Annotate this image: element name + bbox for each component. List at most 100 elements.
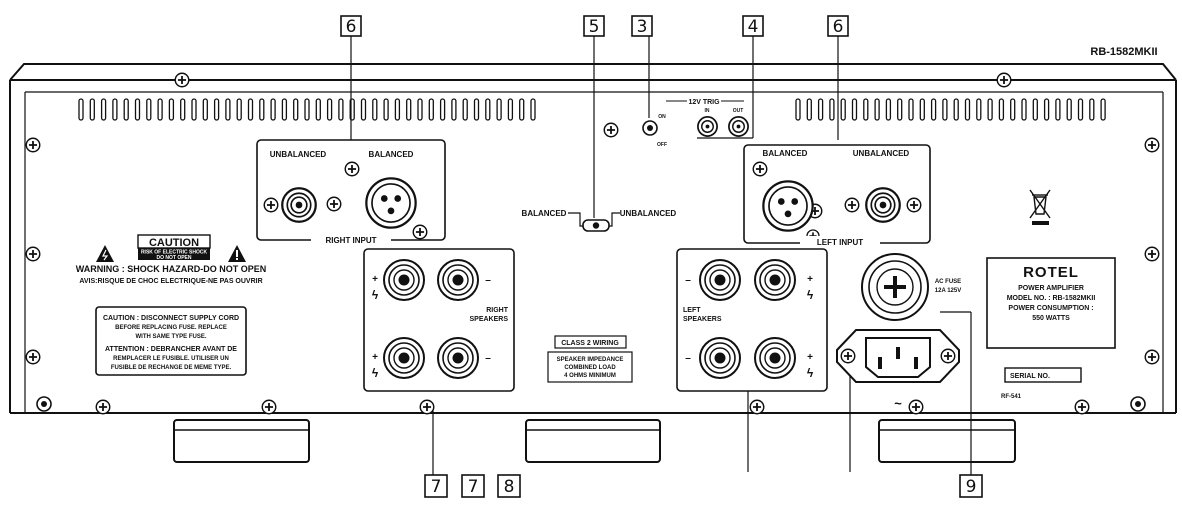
right-balanced-xlr-jack[interactable]: [365, 177, 417, 229]
trigger-in-label: IN: [705, 108, 710, 114]
vent-slot: [863, 98, 869, 121]
vent-slot: [191, 98, 197, 121]
shock-warning-label: CAUTION RISK OF ELECTRIC SHOCK DO NOT OP…: [76, 234, 267, 285]
vent-slot: [817, 98, 824, 121]
vent-slot: [123, 98, 129, 121]
ac-power-inlet[interactable]: [836, 329, 960, 383]
vent-slot: [976, 98, 982, 121]
vent-slot: [146, 98, 152, 121]
vent-slot: [338, 98, 344, 121]
vent-slot: [326, 98, 333, 121]
ground-screw-center: [41, 401, 47, 407]
feet: [173, 419, 1016, 463]
plate-line-3: POWER CONSUMPTION :: [1008, 305, 1093, 312]
callout-4: 4: [697, 15, 764, 139]
right-speaker-2-negative-post[interactable]: [437, 337, 479, 379]
vent-slot: [998, 98, 1005, 121]
risk-line-2: DO NOT OPEN: [156, 255, 191, 261]
vent-slot: [304, 98, 310, 121]
vent-slots: [78, 98, 1106, 121]
screw-icon: [412, 224, 428, 240]
plus-sign: +: [807, 274, 813, 285]
left-speaker-2-positive-post[interactable]: [754, 337, 796, 379]
vent-slot: [213, 98, 220, 121]
right-speakers-label-1: RIGHT: [486, 307, 509, 314]
right-unbalanced-label: UNBALANCED: [270, 150, 327, 159]
screw-icon: [326, 196, 342, 212]
vent-slot: [439, 98, 446, 121]
callout-7-b: 7: [461, 474, 485, 498]
vent-slot: [987, 98, 993, 121]
vent-slot: [134, 98, 141, 121]
vent-slot: [953, 98, 959, 121]
warning-line: WARNING : SHOCK HAZARD-DO NOT OPEN: [76, 264, 267, 274]
vent-slot: [270, 98, 276, 121]
vent-slot: [236, 98, 242, 121]
vent-slot: [507, 98, 514, 121]
right-speakers-label-2: SPEAKERS: [469, 316, 508, 323]
screw-icon: [752, 161, 768, 177]
vent-slot: [1100, 98, 1106, 121]
fuse-rating-line-2: 12A 125V: [935, 288, 961, 294]
left-input-label: LEFT INPUT: [817, 238, 863, 247]
screw-icon: [844, 197, 860, 213]
class2-title: CLASS 2 WIRING: [561, 340, 619, 347]
ac-fuse-holder[interactable]: [861, 253, 929, 321]
right-speaker-1-negative-post[interactable]: [437, 259, 479, 301]
ac-symbol: ~: [894, 396, 902, 411]
trigger-in-jack[interactable]: [697, 116, 718, 137]
screw-icon: [840, 348, 856, 364]
callout-label: 3: [637, 17, 648, 37]
serial-label: SERIAL NO.: [1010, 373, 1050, 380]
attention-line-1: ATTENTION : DEBRANCHER AVANT DE: [105, 346, 237, 353]
vent-slot: [383, 98, 389, 121]
left-unbalanced-rca-jack[interactable]: [865, 187, 901, 223]
vent-slot: [1089, 98, 1095, 121]
plus-sign: +: [372, 274, 378, 285]
screw-icon: [996, 72, 1012, 88]
vent-slot: [806, 98, 812, 121]
right-speaker-1-positive-post[interactable]: [383, 259, 425, 301]
trigger-out-label: OUT: [733, 108, 744, 114]
trigger-out-jack[interactable]: [728, 116, 749, 137]
vent-slot: [1021, 98, 1027, 121]
vent-slot: [1043, 98, 1050, 121]
risk-line-1: RISK OF ELECTRIC SHOCK: [141, 250, 208, 256]
minus-sign: –: [485, 353, 491, 364]
screw-icon: [1144, 137, 1160, 153]
plate-line-2: MODEL NO. : RB-1582MKII: [1007, 295, 1096, 302]
right-speaker-2-positive-post[interactable]: [383, 337, 425, 379]
class2-line-2: COMBINED LOAD: [564, 365, 616, 371]
avis-line: AVIS:RISQUE DE CHOC ELECTRIQUE-NE PAS OU…: [79, 278, 262, 285]
left-speaker-1-positive-post[interactable]: [754, 259, 796, 301]
selector-balanced-label: BALANCED: [522, 209, 567, 218]
vent-slot: [394, 98, 401, 121]
minus-sign: –: [485, 275, 491, 286]
callout-6-right: 6: [827, 15, 849, 140]
screw-icon: [1144, 349, 1160, 365]
screw-icon: [419, 399, 435, 415]
vent-slot: [1077, 98, 1084, 121]
right-unbalanced-rca-jack[interactable]: [281, 187, 317, 223]
vent-slot: [795, 98, 801, 121]
vent-slot: [247, 98, 254, 121]
trigger-section: 12V TRIG ON OFF IN OUT: [642, 99, 749, 148]
left-speaker-1-negative-post[interactable]: [699, 259, 741, 301]
vent-slot: [530, 98, 536, 121]
vent-slot: [919, 98, 925, 121]
bolt-icon: ϟ: [372, 366, 379, 380]
screw-icon: [25, 137, 41, 153]
vent-slot: [89, 98, 95, 121]
vent-slot: [942, 98, 948, 121]
left-balanced-xlr-jack[interactable]: [762, 180, 814, 232]
left-speaker-2-negative-post[interactable]: [699, 337, 741, 379]
vent-slot: [225, 98, 231, 121]
screw-icon: [749, 399, 765, 415]
left-unbalanced-label: UNBALANCED: [853, 149, 910, 158]
minus-sign: –: [685, 353, 691, 364]
screw-icon: [95, 399, 111, 415]
caution-line-1: CAUTION : DISCONNECT SUPPLY CORD: [103, 315, 239, 322]
vent-slot: [496, 98, 502, 121]
vent-slot: [851, 98, 858, 121]
